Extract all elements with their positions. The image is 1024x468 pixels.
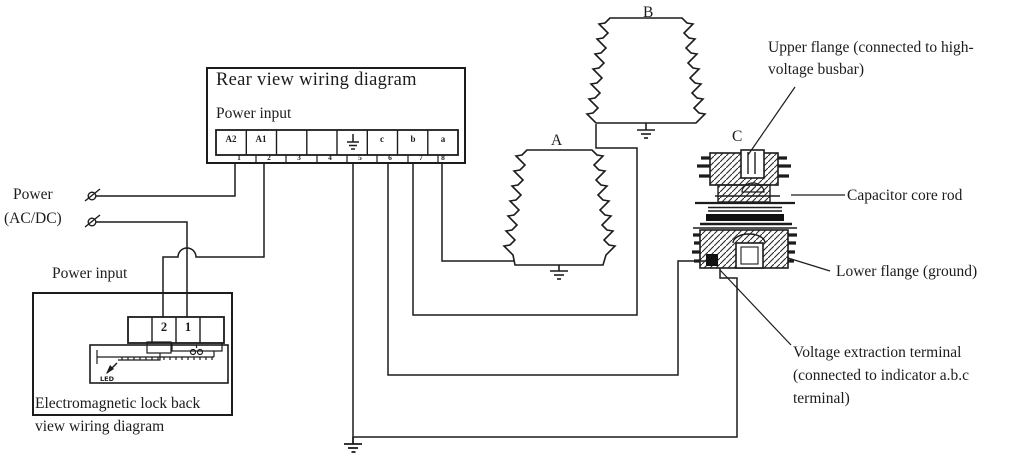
terminal-number-2: 2 <box>267 153 271 162</box>
wire-power-to-terminal1 <box>95 163 236 197</box>
terminal-number-3: 3 <box>297 153 301 162</box>
lock-caption-line1: Electromagnetic lock back <box>35 395 201 412</box>
capacitor-core <box>695 195 795 212</box>
leader-voltage-terminal <box>719 269 792 346</box>
lock-caption-line2: view wiring diagram <box>35 418 165 435</box>
capacitor-c <box>692 149 797 269</box>
acdc-label: (AC/DC) <box>4 210 62 227</box>
wires <box>95 124 738 438</box>
leader-lines <box>719 86 845 346</box>
wire-terminal6-c-to-capacitor <box>387 163 706 376</box>
lock-inner-schematic <box>89 341 229 384</box>
rear-panel-title: Rear view wiring diagram <box>216 70 417 90</box>
insulator-b-label: B <box>643 4 654 21</box>
acdc-connector-icon <box>84 214 101 228</box>
terminal-number-4: 4 <box>328 153 332 162</box>
upper-flange-annotation-line2: voltage busbar) <box>768 61 864 78</box>
terminal-number-1: 1 <box>237 153 241 162</box>
terminal-number-7: 7 <box>419 153 423 162</box>
voltage-terminal-annotation-line2: (connected to indicator a.b.c <box>793 367 970 384</box>
leader-upper-flange <box>747 86 796 156</box>
wire-capacitor-bottom-step <box>719 268 738 285</box>
wire-terminal5-ground <box>352 163 738 438</box>
insulator-b-ground-icon <box>637 123 655 139</box>
led-label: LED <box>100 375 115 383</box>
wire-acdc-to-lock1 <box>95 221 188 317</box>
ground-icon <box>347 134 359 150</box>
terminal-label-c: c <box>380 134 384 144</box>
insulator-a-label: A <box>551 132 563 149</box>
power-label: Power <box>13 186 53 203</box>
lock-terminal-1: 1 <box>184 320 192 334</box>
wire-terminal2-to-lock2 <box>162 163 265 317</box>
led-arrowhead <box>106 365 114 374</box>
terminal-label-a: a <box>440 134 446 144</box>
insulator-a <box>502 149 617 280</box>
terminal-label-a1: A1 <box>255 134 267 144</box>
terminal-number-8: 8 <box>441 153 445 162</box>
insulator-a-ground-icon <box>550 265 568 280</box>
terminal-number-5: 5 <box>358 153 362 162</box>
upper-terminal <box>740 149 765 179</box>
power-connector-icon <box>84 188 101 202</box>
leader-lower-flange <box>787 257 831 272</box>
voltage-terminal-annotation-line1: Voltage extraction terminal <box>793 344 962 361</box>
insulator-b <box>585 17 707 139</box>
upper-flange-annotation-line1: Upper flange (connected to high- <box>768 39 974 56</box>
core-rod-annotation: Capacitor core rod <box>847 187 963 204</box>
voltage-terminal-annotation-line3: terminal) <box>793 390 850 407</box>
lower-flange-annotation: Lower flange (ground) <box>836 263 978 280</box>
rear-panel-box <box>206 67 466 164</box>
lock-panel-power-input-label: Power input <box>52 265 128 282</box>
voltage-extraction-terminal <box>706 254 718 266</box>
terminal-label-b: b <box>410 134 416 144</box>
wire-terminal8-a-to-insulatorA <box>441 163 514 262</box>
bottom-ground-icon <box>344 437 362 453</box>
lock-terminal-2: 2 <box>160 320 168 334</box>
terminal-label-a2: A2 <box>225 134 237 144</box>
capacitor-c-label: C <box>732 128 743 145</box>
rear-panel-power-input-label: Power input <box>216 105 292 122</box>
wire-terminal7-b-to-insulatorB <box>412 124 638 316</box>
terminal-number-6: 6 <box>388 153 392 162</box>
